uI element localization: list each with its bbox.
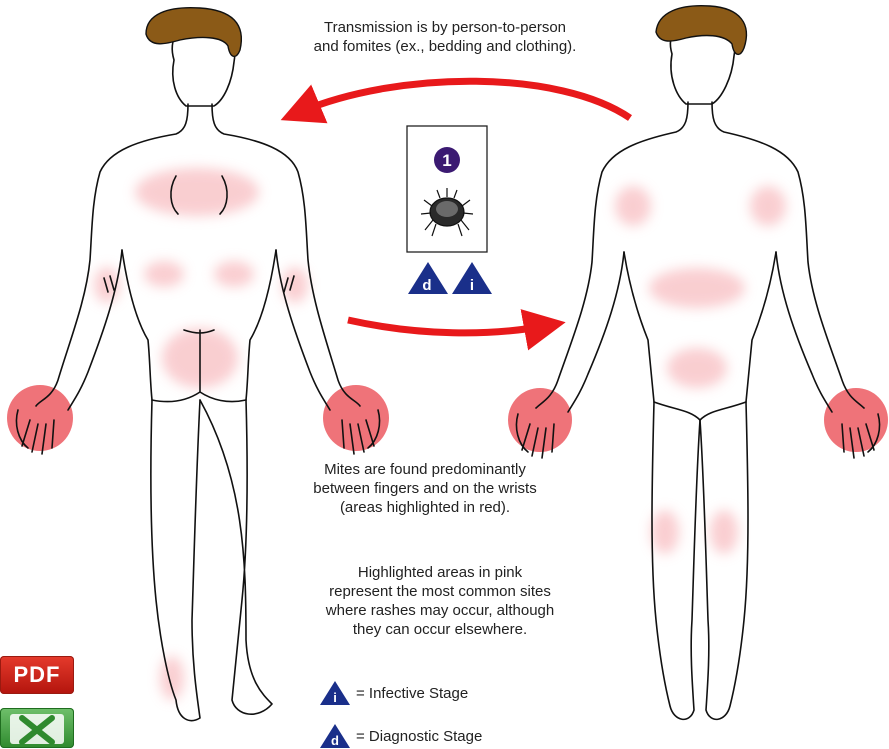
legend-diagnostic-label: = Diagnostic Stage — [356, 728, 482, 745]
right-figure-rash-areas — [615, 186, 786, 554]
mites-caption: Mites are found predominantly between fi… — [280, 460, 570, 517]
legend-diagnostic: d = Diagnostic Stage — [318, 723, 482, 749]
svg-text:i: i — [333, 690, 337, 705]
legend-infective: i = Infective Stage — [318, 680, 468, 706]
diagnostic-stage-icon: d — [408, 262, 448, 294]
rash-line-3: where rashes may occur, although — [270, 601, 610, 620]
excel-button[interactable] — [0, 708, 74, 748]
transmission-arrow-bottom — [348, 320, 545, 333]
stage-number: 1 — [442, 151, 451, 170]
infective-stage-icon: i — [452, 262, 492, 294]
legend-infective-label: = Infective Stage — [356, 685, 468, 702]
infective-triangle-icon: i — [318, 680, 352, 706]
svg-text:d: d — [422, 277, 431, 294]
rash-line-2: represent the most common sites — [270, 582, 610, 601]
stage-1-box: 1 — [407, 126, 487, 252]
transmission-arrow-top — [300, 81, 630, 118]
transmission-caption: Transmission is by person-to-person and … — [250, 18, 640, 56]
svg-text:d: d — [331, 733, 339, 748]
left-figure-hair — [146, 8, 241, 57]
svg-text:i: i — [470, 277, 474, 294]
right-figure-hair — [656, 6, 746, 55]
transmission-line-1: Transmission is by person-to-person — [250, 18, 640, 37]
rash-line-1: Highlighted areas in pink — [270, 563, 610, 582]
mites-line-3: (areas highlighted in red). — [280, 498, 570, 517]
rash-caption: Highlighted areas in pink represent the … — [270, 563, 610, 639]
pdf-icon: PDF — [0, 662, 74, 688]
pdf-button[interactable]: PDF — [0, 656, 74, 694]
diagnostic-triangle-icon: d — [318, 723, 352, 749]
mites-line-1: Mites are found predominantly — [280, 460, 570, 479]
transmission-line-2: and fomites (ex., bedding and clothing). — [250, 37, 640, 56]
rash-line-4: they can occur elsewhere. — [270, 620, 610, 639]
mites-line-2: between fingers and on the wrists — [280, 479, 570, 498]
excel-icon — [0, 708, 74, 748]
